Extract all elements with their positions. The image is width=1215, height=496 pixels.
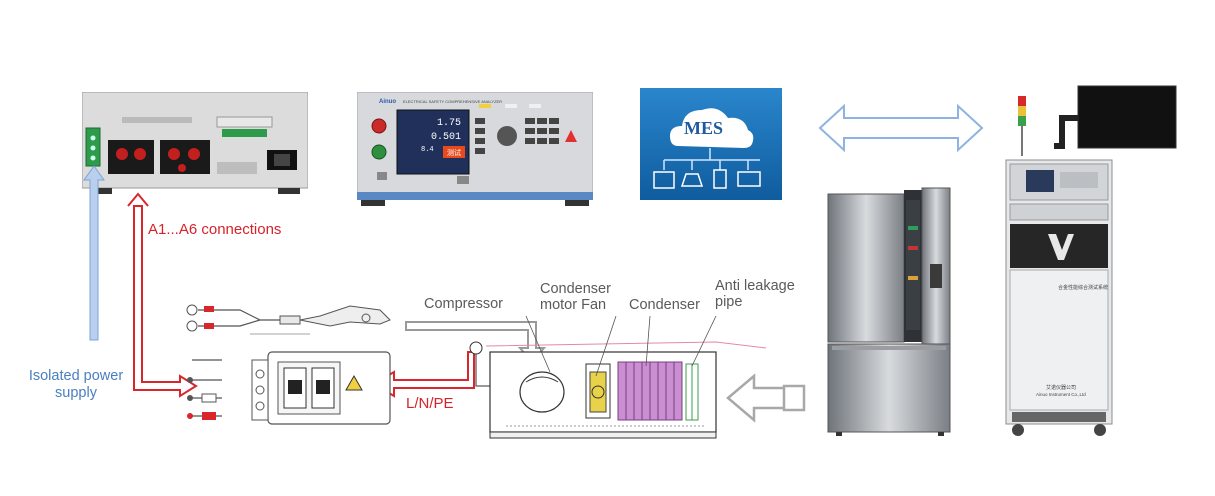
cabinet-company-cn: 艾诺仪器公司 [1046, 385, 1077, 391]
refrigerator-drawing [827, 187, 951, 436]
desktop-icon [737, 171, 761, 187]
cabinet-company-en: Ainuo Instrument Co.,Ltd [1036, 392, 1086, 397]
laptop-icon [680, 173, 704, 187]
phone-icon [713, 169, 727, 189]
analyzer-test-button: 测试 [447, 150, 461, 157]
isolated-power-arrow [83, 165, 105, 341]
analyzer-body [356, 91, 594, 206]
isolated-power-line1: Isolated power [28, 368, 124, 384]
compressor-shape [519, 371, 565, 413]
fridge-schematic [469, 316, 767, 439]
analyzer-header: ELECTRICAL SAFETY COMPREHENSIVE ANALYZER [403, 99, 503, 104]
refrigerator [826, 186, 954, 436]
rear-panel-drawing [81, 91, 309, 194]
anti-leakage-line1: Anti leakage [715, 278, 795, 294]
isolated-power-line2: supply [55, 385, 97, 401]
clamp-harness [186, 304, 391, 335]
condenser-motor-fan-label: Condenser motor Fan [540, 281, 611, 313]
analyzer-reading-3: 8.4 [421, 146, 434, 154]
monitor-icon [653, 171, 675, 189]
anti-leakage-line2: pipe [715, 294, 743, 310]
mes-title: MES [684, 118, 724, 138]
a1-a6-connections-label: A1...A6 connections [148, 221, 282, 238]
compressor-label: Compressor [424, 296, 503, 312]
test-fixture-box [187, 351, 391, 425]
safety-analyzer: Ainuo ELECTRICAL SAFETY COMPREHENSIVE AN… [356, 91, 594, 206]
cabinet-label: 合金性能综合测试系统 [1058, 285, 1109, 291]
anti-leakage-pipe-label: Anti leakage pipe [715, 278, 795, 310]
bidirectional-arrow [818, 104, 984, 152]
condenser-motor-line2: motor Fan [540, 297, 607, 313]
fridge-input-arrow [726, 373, 806, 423]
lnpe-label: L/N/PE [406, 395, 454, 412]
mes-panel: MES [640, 88, 782, 200]
analyzer-reading-1: 1.75 [437, 118, 462, 129]
condenser-motor-line1: Condenser [540, 281, 611, 297]
condenser-label: Condenser [629, 297, 700, 313]
device-rear-panel [81, 91, 309, 194]
cloud-icon [670, 108, 754, 148]
isolated-power-label: Isolated power supply [20, 368, 132, 402]
test-cabinet: 合金性能综合测试系统 艾诺仪器公司 Ainuo Instrument Co.,L… [998, 84, 1180, 440]
analyzer-brand: Ainuo [379, 99, 396, 105]
mes-cloud-network [640, 88, 782, 200]
analyzer-reading-2: 0.501 [431, 132, 462, 143]
test-cabinet-drawing [1005, 85, 1177, 436]
